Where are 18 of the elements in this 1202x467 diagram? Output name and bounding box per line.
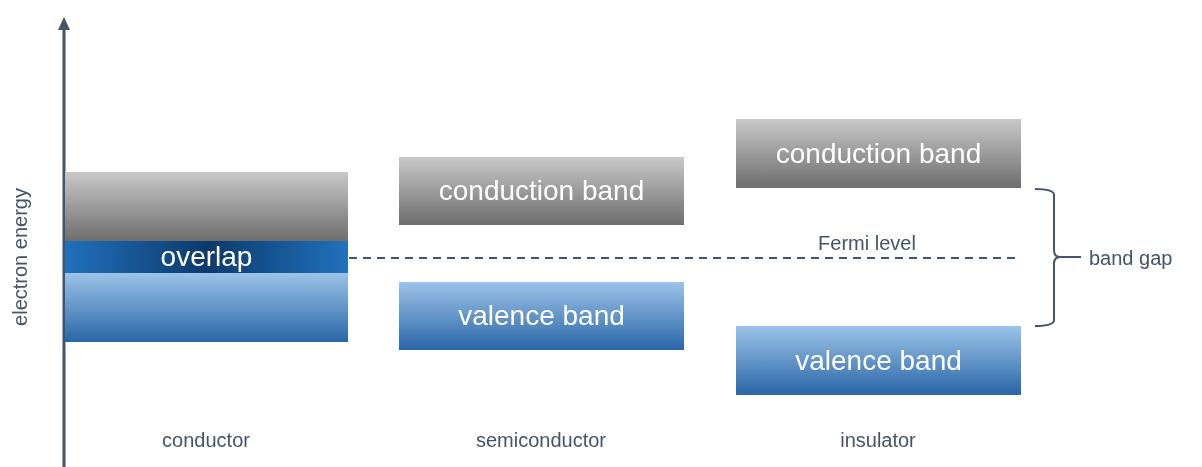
column-label: insulator — [839, 428, 917, 453]
band-box — [736, 119, 1021, 188]
band-bar — [65, 172, 348, 241]
axis-label: electron energy — [8, 187, 32, 328]
column-label: conductor — [161, 428, 251, 453]
band-box — [399, 282, 684, 350]
band-label: overlap — [160, 243, 253, 271]
band-label: conduction band — [775, 139, 982, 168]
band-box — [65, 241, 348, 273]
band-label: valence band — [795, 346, 962, 375]
column-label: semiconductor — [474, 428, 608, 453]
bracket-label: band gap — [1089, 246, 1173, 271]
band-label: conduction band — [438, 177, 645, 205]
level-label: Fermi level — [817, 231, 917, 256]
band-box — [399, 157, 684, 225]
band-bar — [65, 273, 348, 342]
band-box — [736, 326, 1021, 395]
band-label: valence band — [458, 302, 625, 330]
